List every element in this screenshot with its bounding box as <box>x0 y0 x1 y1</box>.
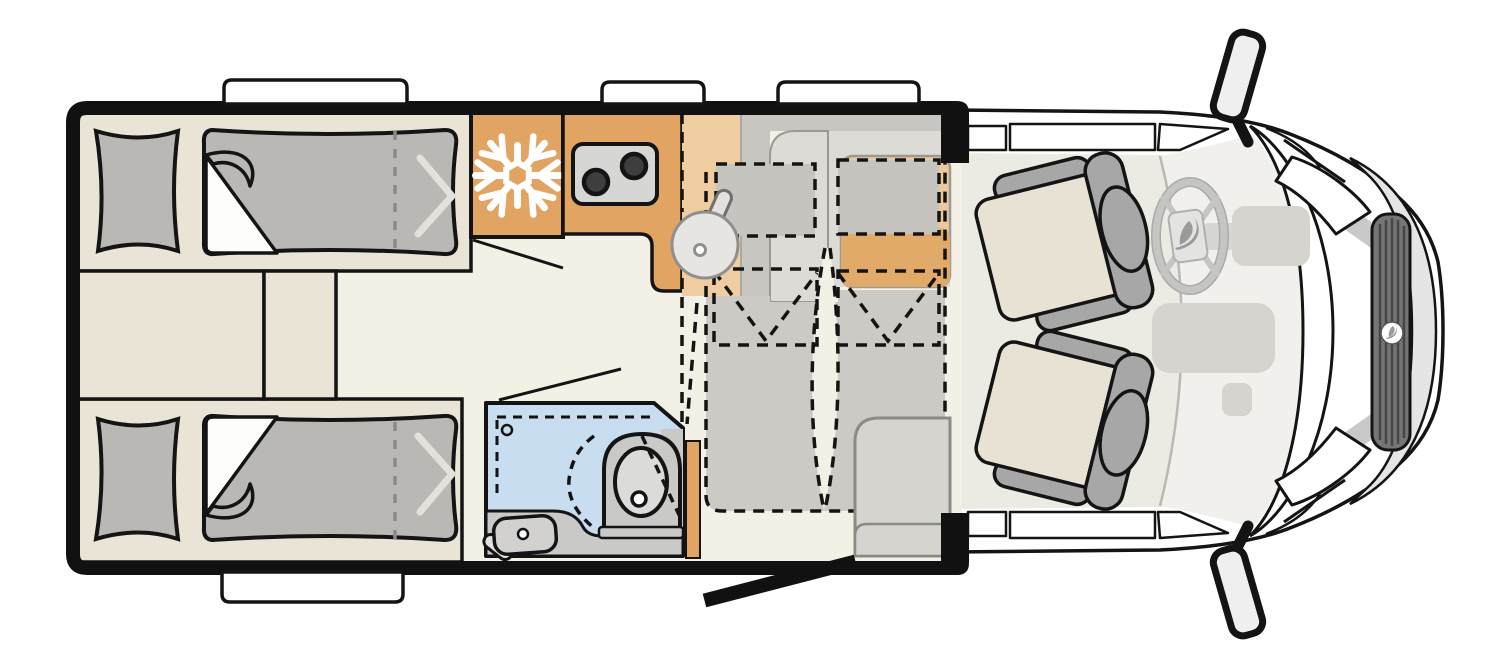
dropdown-bed-gap <box>812 248 838 510</box>
wall-stub-bottom <box>941 513 969 575</box>
driver-headrest <box>1098 185 1150 273</box>
kitchen-sink <box>670 188 740 280</box>
mattress-curl-bottom <box>204 482 255 520</box>
mattress-curl-top <box>204 150 255 188</box>
duvet-chevron-top <box>414 154 456 238</box>
wiper-top <box>1283 138 1346 184</box>
steering-logo-leaf-icon <box>1175 217 1199 250</box>
headlight-bottom <box>1274 426 1372 507</box>
side-mirror-top <box>1209 28 1267 148</box>
door-swing-line-1 <box>472 238 564 270</box>
burner-left <box>581 167 611 197</box>
skylight-2 <box>600 80 706 106</box>
mattress-fold-bottom <box>204 415 279 516</box>
shower-drain <box>500 423 514 437</box>
cab-door-windows-bottom <box>966 510 1230 540</box>
toilet <box>597 431 685 540</box>
duvet-chevron-bottom <box>414 432 456 516</box>
washbasin-drain <box>516 527 530 541</box>
dinette <box>704 114 952 558</box>
headlight-top <box>1274 155 1372 236</box>
mattress-fold-top <box>204 154 279 255</box>
shower-dashed <box>495 415 655 498</box>
pillow-bottom <box>93 416 181 542</box>
steering-wheel <box>1151 177 1229 295</box>
bed-top <box>93 127 459 257</box>
cab-door-windows-top <box>966 122 1230 152</box>
toilet-flush <box>630 490 648 508</box>
snowflake-icon <box>472 133 563 218</box>
bathroom <box>482 401 701 562</box>
door-swing-line-2 <box>498 367 622 402</box>
tall-cabinet-strip <box>685 440 701 559</box>
console-cubby <box>1222 383 1252 416</box>
toilet-base <box>597 525 685 540</box>
washbasin <box>482 514 559 562</box>
driver-seat <box>974 151 1155 333</box>
sink-bowl <box>670 210 740 280</box>
wall-stub-top <box>941 101 969 163</box>
passenger-headrest <box>1098 389 1150 477</box>
habitat-section <box>73 108 962 608</box>
bed-step-small <box>262 269 338 401</box>
wiper-bottom <box>1283 478 1346 524</box>
dropdown-pillow-right <box>836 158 941 236</box>
pillow-top <box>93 128 181 254</box>
roof-skylights <box>220 78 921 604</box>
sink-drain <box>693 243 707 257</box>
bed-bottom <box>93 413 459 543</box>
passenger-seat <box>974 329 1155 511</box>
burner-right <box>619 151 649 181</box>
skylight-3 <box>776 80 921 106</box>
bench-back-panel <box>741 114 950 302</box>
entry-cabinet-step <box>853 522 952 558</box>
habitat-wall <box>66 101 948 575</box>
dropdown-bed-dashed <box>704 158 947 513</box>
bathroom-swing-dashed <box>567 434 683 530</box>
skylight-1 <box>222 78 409 106</box>
toilet-bowl <box>613 446 669 518</box>
grille-logo-leaf-icon <box>1386 325 1397 339</box>
center-console <box>1152 303 1275 373</box>
bed-step-large <box>74 269 266 401</box>
cab-section <box>950 28 1445 640</box>
instrument-console <box>1232 206 1310 266</box>
walls <box>66 78 969 604</box>
belt-seat-left <box>712 267 819 347</box>
kitchen <box>469 110 741 556</box>
skylight-bottom <box>220 570 405 604</box>
belt-seat-right <box>836 269 941 347</box>
side-mirror-bottom <box>1209 520 1267 640</box>
